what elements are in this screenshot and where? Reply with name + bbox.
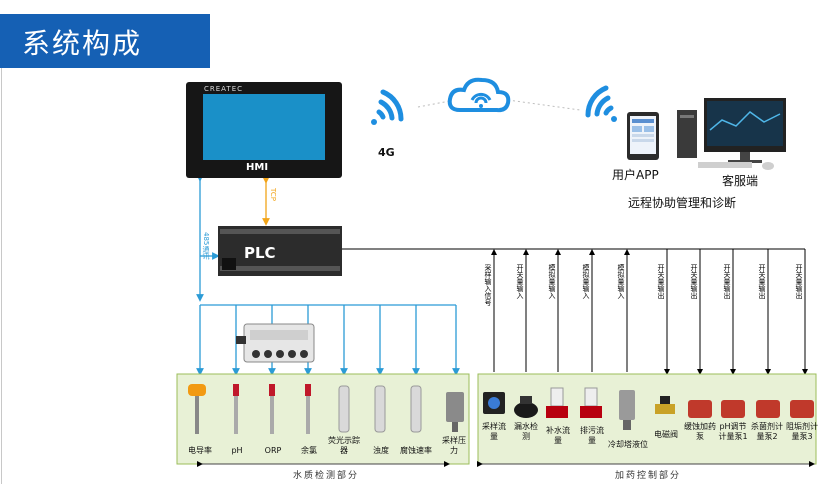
ph-pump-icon: [721, 400, 745, 418]
orp-electrode-icon: [269, 384, 275, 434]
sensor-label-corrosion: 腐蚀速率: [400, 446, 432, 455]
label-4g: 4G: [378, 146, 395, 159]
signal-label-0: 采样输入信号: [484, 264, 492, 306]
inhibitor-pump-icon: [688, 400, 712, 418]
signal-label-8: 开关量输出: [758, 264, 766, 299]
sensor-label-orp: ORP: [264, 446, 282, 455]
signal-label-2: 模拟量输入: [548, 264, 556, 299]
solenoid-valve-icon: [655, 396, 675, 414]
sensor-label-turbidity: 浊度: [373, 446, 389, 455]
scale-inhibitor-pump-icon: [790, 400, 814, 418]
turbidity-probe-icon: [374, 385, 386, 433]
signal-label-6: 开关量输出: [690, 264, 698, 299]
corrosion-probe-icon: [410, 385, 422, 433]
plc-label: PLC: [244, 244, 276, 262]
app-label: 用户APP: [612, 168, 659, 182]
signal-label-3: 模拟量输入: [582, 264, 590, 299]
cloud-icon: [447, 77, 511, 113]
flow-meter-icon: [483, 392, 505, 414]
section-title-bar: [0, 14, 210, 68]
computer-icon: [677, 98, 786, 170]
signal-label-7: 开关量输出: [723, 264, 731, 299]
fluorescence-probe-icon: [338, 385, 350, 433]
wifi-4g-icon: [371, 89, 404, 125]
device-label-biocide-pump: 杀菌剂计量泵2: [751, 422, 783, 441]
device-label-leak: 漏水检测: [514, 422, 538, 441]
plc-unit: [218, 226, 342, 276]
device-label-sample-flow: 采样流量: [482, 422, 506, 441]
rs485-label: 485通讯: [202, 232, 210, 260]
level-transmitter-icon: [619, 390, 635, 430]
makeup-flow-icon: [546, 387, 568, 418]
output-signal-lines: [664, 249, 808, 375]
sensor-label-ph: pH: [231, 446, 243, 455]
client-label: 客服端: [722, 174, 759, 188]
chlorine-electrode-icon: [305, 384, 311, 434]
device-label-ph-pump: pH调节计量泵1: [718, 422, 748, 441]
dashed-link-right: [507, 99, 581, 111]
conductivity-sensor-icon: [188, 384, 206, 434]
hmi-label: HMI: [246, 162, 269, 173]
hmi-screen: [203, 94, 325, 160]
ph-electrode-icon: [233, 384, 239, 434]
device-label-solenoid: 电磁阀: [654, 430, 678, 439]
water-quality-caption: 水质检测部分: [290, 468, 363, 481]
device-label-makeup: 补水流量: [546, 426, 570, 445]
device-label-level: 冷却塔液位: [608, 440, 648, 449]
blowdown-flow-icon: [580, 387, 602, 418]
sensor-label-chlorine: 余氯: [301, 446, 317, 455]
input-signal-lines: [491, 249, 630, 372]
section-title: 系统构成: [22, 27, 143, 60]
left-divider: [1, 68, 2, 484]
junction-box: [236, 323, 315, 363]
sensor-label-fluorescence: 荧光示踪器: [328, 436, 360, 455]
device-label-inhibitor-pump: 缓蚀加药泵: [684, 422, 716, 441]
dosing-caption: 加药控制部分: [612, 468, 685, 481]
sensor-label-conductivity: 电导率: [188, 446, 212, 455]
signal-label-4: 模拟量输入: [617, 264, 625, 299]
wifi-client-icon: [585, 85, 617, 122]
signal-label-5: 开关量输出: [657, 264, 665, 299]
tcp-label: TCP: [269, 188, 277, 201]
sensor-label-pressure: 采样压力: [442, 436, 466, 455]
hmi-brand: CREATEC: [204, 85, 244, 93]
signal-label-9: 开关量输出: [795, 264, 803, 299]
dosing-panel: [477, 373, 817, 465]
biocide-pump-icon: [756, 400, 780, 418]
device-label-scale-pump: 阻垢剂计量泵3: [786, 422, 818, 441]
pressure-sensor-icon: [446, 392, 464, 432]
device-label-blowdown: 排污流量: [580, 426, 604, 445]
signal-label-1: 开关量输入: [516, 264, 524, 299]
tablet-icon: [627, 112, 659, 160]
remote-caption: 远程协助管理和诊断: [628, 196, 737, 210]
leak-detector-icon: [514, 396, 538, 418]
